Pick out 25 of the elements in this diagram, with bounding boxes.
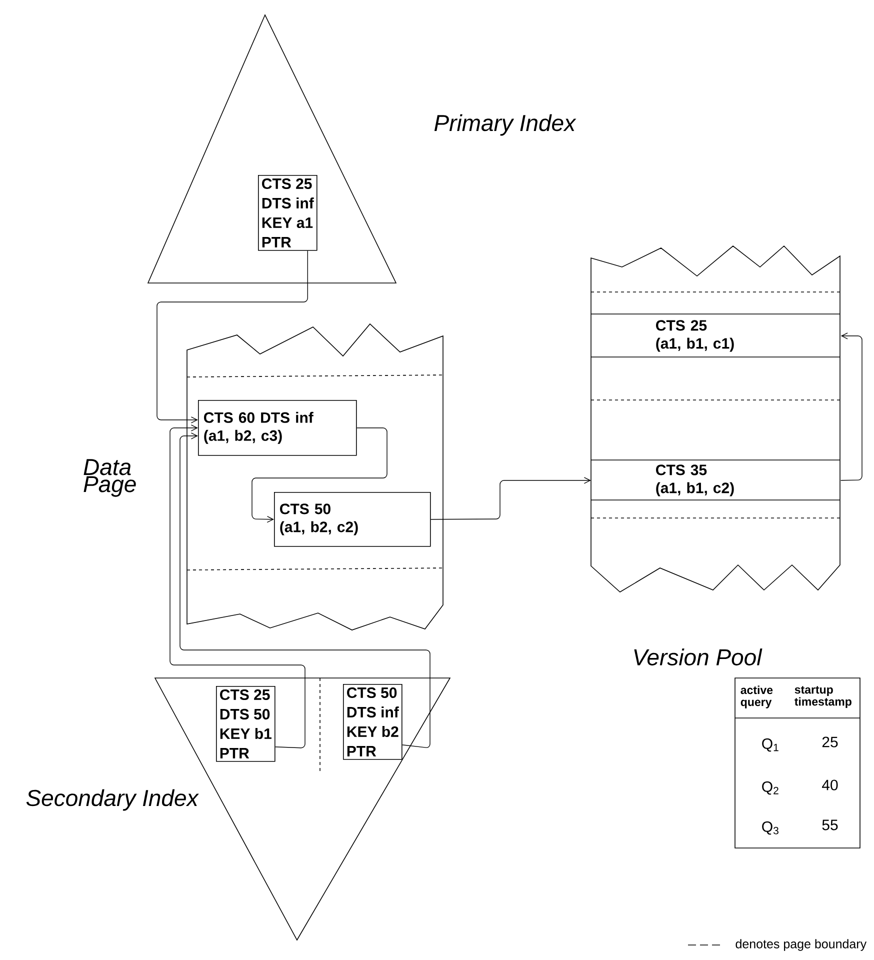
version-slot: CTS 35 (a1, b1, c2) [590,460,840,500]
table-cell: Q$_{3}$ [762,821,778,835]
arrow [252,428,388,523]
index-entry-box: CTS 50 DTS inf KEY b2 PTR [343,684,402,760]
arrow [430,477,591,520]
node-label: Data Page [84,459,136,497]
node-label: Primary Index [434,114,576,136]
node-label: Version Pool [634,648,762,666]
arrow [180,432,430,748]
table-cell: Q$_{1}$ [762,738,778,752]
table-cell: 55 [822,820,838,830]
version-slot: CTS 25 (a1, b1, c1) [590,314,840,358]
record-box: CTS 60 DTS inf (a1, b2, c3) [198,400,357,456]
record-box: CTS 50 (a1, b2, c2) [274,492,431,547]
table-cell: startup timestamp [794,686,852,708]
index-entry-box: CTS 25 DTS 50 KEY b1 PTR [216,686,276,762]
legend-text: denotes page boundary [736,939,867,951]
arrow [156,250,308,424]
index-entry-box: CTS 25 DTS inf KEY a1 PTR [258,175,318,251]
arrow [840,332,862,481]
table-cell: active query [740,686,773,708]
table-cell: 25 [822,736,838,748]
arrow [170,424,306,748]
table-cell: Q$_{2}$ [762,781,778,795]
table-cell: 40 [822,780,838,790]
